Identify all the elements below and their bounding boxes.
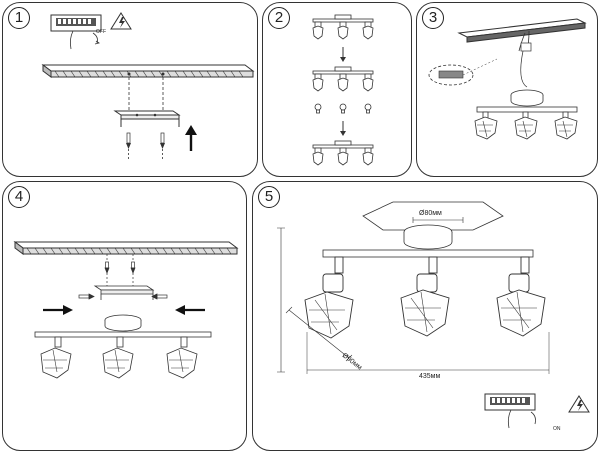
ceiling-plank [457,18,587,43]
switch-off-label: OFF [96,29,106,35]
fixture-top [312,14,374,40]
step-4-panel: 4 [2,181,247,451]
step-2-drawing [312,14,374,166]
canopy-diameter-label: Ø80мм [419,210,442,217]
up-arrow-icon [185,125,197,151]
screw-icon [78,293,168,300]
right-arrow-icon [43,305,73,315]
ceiling-plate [362,201,504,231]
step-1-drawing [41,12,255,161]
breaker-box-icon [50,14,102,50]
breaker-box-icon [484,393,536,429]
step-5-drawing [277,201,590,429]
connector-detail [428,58,498,86]
step-2-panel: 2 [262,2,412,177]
spotlights [474,111,578,140]
step-number: 3 [422,7,444,29]
step-3-drawing [428,18,587,140]
screw-icon [126,132,165,161]
mounting-bracket [113,110,181,127]
fixture-bar [322,249,534,258]
spotlights [304,256,546,339]
step-5-panel: 5 [252,181,598,451]
switch-on-label: ON [553,426,561,432]
electric-hazard-icon [110,12,132,30]
mounting-bracket [93,285,155,300]
step-1-panel: 1 [2,2,258,177]
step-number: 4 [8,186,30,208]
canopy [104,314,142,332]
fixture-middle [312,66,374,114]
canopy [510,89,544,107]
fixture-bar [34,331,212,338]
step-number: 5 [258,186,280,208]
canopy [403,224,453,250]
spotlights [40,336,198,379]
step-number: 2 [268,7,290,29]
step-number: 1 [8,7,30,29]
step-3-panel: 3 [416,2,598,177]
total-length-label: 435мм [419,373,441,380]
ceiling-plank [13,241,239,255]
electric-hazard-icon [568,395,590,413]
ceiling-plank [41,64,255,78]
left-arrow-icon [175,305,205,315]
screw-icon [104,254,136,286]
fixture-bottom [312,140,374,166]
step-4-drawing [13,241,239,379]
